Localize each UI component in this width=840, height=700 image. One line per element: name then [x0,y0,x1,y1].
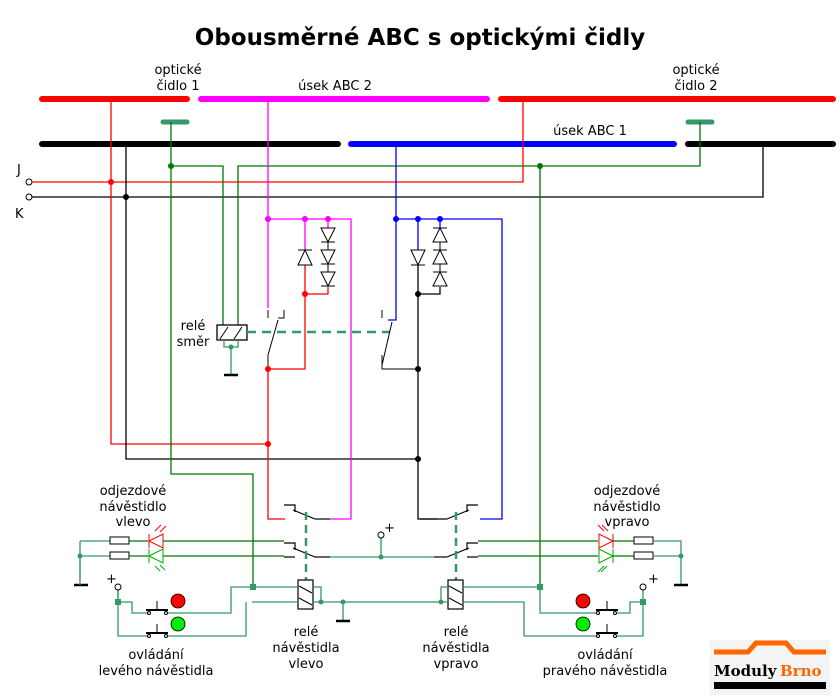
signal-relay-contacts [284,504,478,558]
green-led-icon [598,548,615,564]
signal-right-label-line3: vpravo [605,515,650,530]
supply-lines [25,99,764,460]
junction [123,194,129,200]
relay-signal-left-label-line2: návěstidla [272,641,339,656]
resistor-icon [109,551,130,560]
relay-signal-right-label-line2: návěstidla [422,641,489,656]
green-lamp-icon [170,616,186,632]
sensor1-label-line1: optické [154,63,201,78]
button-left-green[interactable] [146,616,186,638]
sensor-wires [170,122,701,587]
red-lamp-icon [170,593,186,609]
terminal-k-label: K [15,207,24,222]
resistor-icon [633,536,654,545]
logo: Moduly Brno [710,640,830,695]
signal-right [478,524,688,587]
signal-left [74,524,284,587]
section1-circuit [381,144,503,520]
terminal-k [25,193,33,201]
section2-circuit [265,99,352,520]
rails [39,96,836,147]
red-led-icon [147,533,164,549]
plus-terminal-left [114,583,122,591]
relay-signal-right [438,579,464,610]
signal-left-label-line2: návěstidlo [99,500,166,515]
relay-signal-left-label-line3: vlevo [289,657,324,672]
terminal-j-label: J [16,163,21,178]
logo-text-brno: Brno [780,662,822,680]
relay-direction-label-line2: směr [177,335,210,350]
signal-right-label-line2: návěstidlo [593,500,660,515]
relay-signal-left-label-line1: relé [294,625,319,640]
sensor1-label-line2: čidlo 1 [157,79,200,94]
red-led-icon [598,533,615,549]
terminal-j [25,178,33,186]
relay-direction [216,324,390,377]
control-left-label-line1: ovládání [128,648,184,663]
wire-k-black [32,144,764,198]
plus-sign: + [384,521,395,536]
signal-left-label-line3: vlevo [116,515,151,530]
signal-right-label-line1: odjezdové [594,484,661,499]
relay-signal-right-label-line1: relé [444,625,469,640]
relay-signal-left [297,579,324,610]
sensor2-label-line2: čidlo 2 [675,79,718,94]
green-lamp-icon [575,616,591,632]
plus-terminal-right [639,583,647,591]
junction [537,163,543,169]
relay-direction-label-line1: relé [181,319,206,334]
junction [168,163,174,169]
control-right-label-line2: pravého návěstidla [543,664,668,679]
section1-label: úsek ABC 1 [553,124,627,139]
red-lamp-icon [575,593,591,609]
resistor-icon [109,536,130,545]
control-left-label-line2: levého návěstidla [99,664,214,679]
wire-red-left [110,99,268,445]
resistor-icon [633,551,654,560]
green-led-icon [147,548,164,564]
signal-left-label-line1: odjezdové [100,484,167,499]
plus-terminal-center [377,531,385,539]
plus-sign: + [648,572,659,587]
plus-sign: + [106,572,117,587]
section2-label: úsek ABC 2 [298,79,372,94]
control-right-label-line1: ovládání [577,648,633,663]
logo-text-moduly: Moduly [714,662,778,680]
junction [108,179,114,185]
relay-signal-right-label-line3: vpravo [434,657,479,672]
button-left-red[interactable] [146,593,186,615]
wire-j-red [32,99,524,183]
sensor2-label-line1: optické [672,63,719,78]
wire-black-left [125,144,418,460]
button-right-red[interactable] [575,593,618,615]
button-right-green[interactable] [575,616,618,638]
diagram-title: Obousměrné ABC s optickými čidly [195,25,645,51]
